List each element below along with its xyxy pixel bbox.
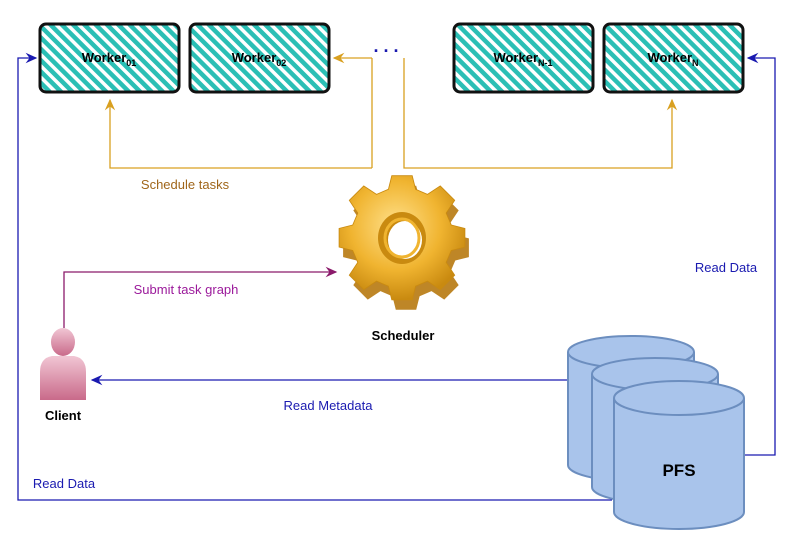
read-data-right-label: Read Data <box>695 260 758 275</box>
svg-text:WorkerN: WorkerN <box>647 50 698 68</box>
svg-text:Worker02: Worker02 <box>232 50 287 68</box>
schedule-tasks-label: Schedule tasks <box>141 177 230 192</box>
worker-01: Worker01 <box>38 22 181 94</box>
worker-n-label: Worker <box>647 50 692 65</box>
submit-task-graph-label: Submit task graph <box>134 282 239 297</box>
read-metadata-label: Read Metadata <box>284 398 374 413</box>
worker-n-1: WorkerN-1 <box>452 22 595 94</box>
client-label: Client <box>45 408 82 423</box>
worker-02: Worker02 <box>188 22 331 94</box>
database-icon <box>567 335 745 530</box>
read-data-right-arrow <box>745 52 776 456</box>
workers-ellipsis: . . . <box>373 36 398 56</box>
worker-02-label: Worker <box>232 50 277 65</box>
user-icon <box>40 328 86 400</box>
read-data-left-arrow <box>17 52 612 501</box>
submit-arrow <box>63 266 338 328</box>
scheduler-label: Scheduler <box>372 328 435 343</box>
svg-text:Worker01: Worker01 <box>82 50 137 68</box>
schedule-arrows <box>104 52 678 169</box>
read-data-left-label: Read Data <box>33 476 96 491</box>
pfs-label: PFS <box>662 461 695 480</box>
worker-n: WorkerN <box>602 22 745 94</box>
svg-text:WorkerN-1: WorkerN-1 <box>493 50 552 68</box>
gear-icon <box>338 175 469 310</box>
worker-01-label: Worker <box>82 50 127 65</box>
worker-n-1-label: Worker <box>493 50 538 65</box>
